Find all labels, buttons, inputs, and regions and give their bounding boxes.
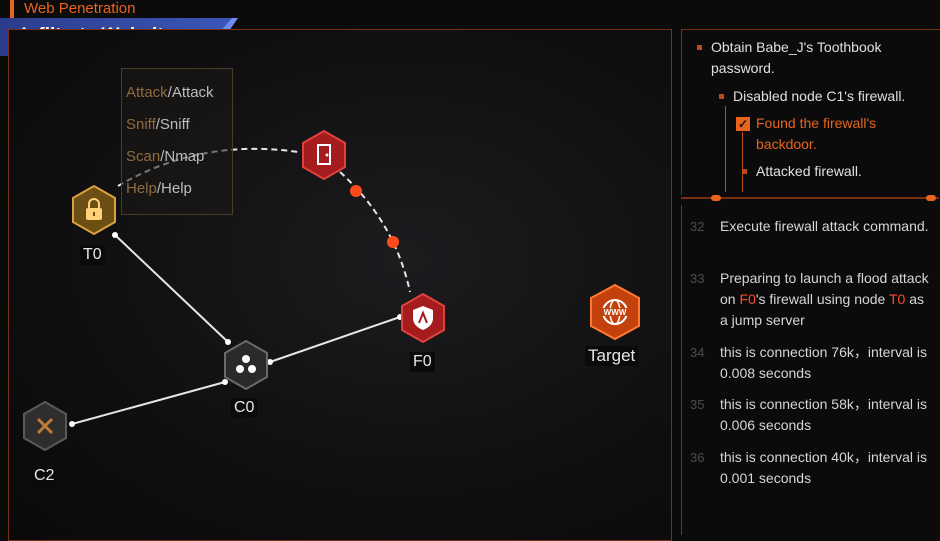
node-c0-label: C0 <box>231 398 258 418</box>
door-icon <box>317 144 331 165</box>
objective-bullet <box>697 45 702 50</box>
objective-attacked-firewall: Attacked firewall. <box>756 163 862 179</box>
close-icon <box>36 417 54 435</box>
panel-divider <box>681 197 939 199</box>
command-sniff[interactable]: Sniff/Sniff <box>126 116 190 133</box>
log-entry: this is connection 58k，interval is 0.006… <box>720 396 927 433</box>
objective-found-backdoor: Found the firewall's backdoor. <box>756 115 877 152</box>
objective-main: Obtain Babe_J's Toothbook password. <box>711 39 882 76</box>
log-entry: Preparing to launch a flood attack on F0… <box>720 270 929 328</box>
link-endpoint <box>112 232 118 238</box>
link-c0-f0 <box>269 316 401 363</box>
attack-path-firewall-f0 <box>339 171 411 293</box>
node-f0-label: F0 <box>410 352 435 372</box>
section-title: Web Penetration <box>24 0 136 17</box>
objectives-panel <box>681 29 940 195</box>
node-f0[interactable] <box>401 293 445 343</box>
command-scan[interactable]: Scan/Nmap <box>126 148 205 165</box>
lock-icon <box>86 198 102 220</box>
log-line-number: 33 <box>690 271 705 286</box>
node-t0-label: T0 <box>80 245 105 265</box>
node-firewall[interactable] <box>302 130 346 180</box>
link-endpoint <box>222 379 228 385</box>
divider-dot <box>926 195 936 201</box>
log-line-number: 36 <box>690 450 705 465</box>
link-c2-c0 <box>71 381 226 425</box>
command-attack[interactable]: Attack/Attack <box>126 84 214 101</box>
check-icon: ✓ <box>736 117 750 131</box>
attack-packet <box>387 236 399 248</box>
objective-tree-line <box>742 132 743 192</box>
node-c2-label: C2 <box>31 466 58 486</box>
node-c0[interactable] <box>224 340 268 390</box>
attack-packet <box>350 185 362 197</box>
cluster-icon <box>236 355 256 373</box>
log-line-number: 35 <box>690 397 705 412</box>
link-endpoint <box>69 421 75 427</box>
log-entry: Execute firewall attack command. <box>720 218 929 234</box>
link-endpoint <box>267 359 273 365</box>
header-accent-bar <box>10 0 14 18</box>
command-help[interactable]: Help/Help <box>126 180 192 197</box>
log-line-number: 32 <box>690 219 705 234</box>
log-entry: this is connection 76k，interval is 0.008… <box>720 344 927 381</box>
objective-tree-line <box>725 106 726 192</box>
divider-dot <box>711 195 721 201</box>
node-c2[interactable] <box>23 401 67 451</box>
log-line-number: 34 <box>690 345 705 360</box>
command-log-panel <box>681 205 940 535</box>
node-target-label: Target <box>585 346 639 366</box>
objective-sub-firewall-disabled: Disabled node C1's firewall. <box>733 88 906 104</box>
link-endpoint <box>225 339 231 345</box>
network-map-panel <box>8 29 672 541</box>
globe-www-icon: WWW <box>602 299 628 325</box>
shield-icon <box>413 306 433 330</box>
objective-bullet <box>742 169 747 174</box>
objective-bullet <box>719 94 724 99</box>
log-entry: this is connection 40k，interval is 0.001… <box>720 449 927 486</box>
command-menu <box>121 68 233 215</box>
svg-text:WWW: WWW <box>604 308 627 317</box>
node-target[interactable]: WWW <box>590 284 640 340</box>
link-t0-c0 <box>114 234 229 343</box>
node-t0[interactable] <box>72 185 116 235</box>
